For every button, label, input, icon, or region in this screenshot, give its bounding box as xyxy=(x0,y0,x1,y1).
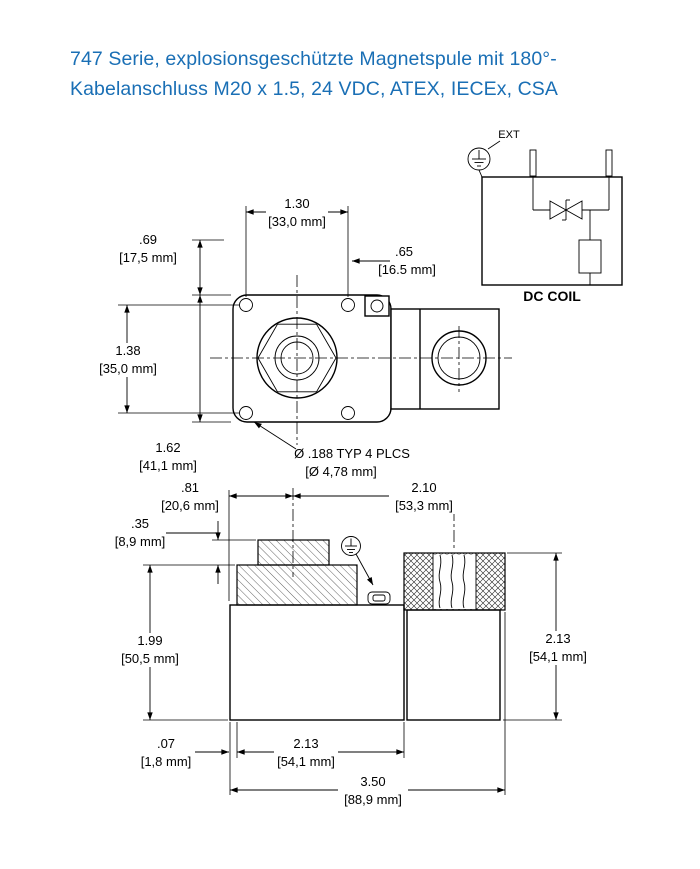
dim-body-height: 1.62 [41,1 mm] xyxy=(139,295,231,473)
dim-cap-height-mm: [8,9 mm] xyxy=(115,534,166,549)
dim-top-offset-in: .69 xyxy=(139,232,157,247)
dim-center-to-edge-mm: [16.5 mm] xyxy=(378,262,436,277)
top-view: 1.30 [33,0 mm] .65 [16.5 mm] .69 [17,5 m… xyxy=(94,196,512,479)
dim-center-distance-mm: [53,3 mm] xyxy=(395,498,453,513)
dim-gland-height-in: 2.13 xyxy=(545,631,570,646)
terminal-connector xyxy=(367,591,391,605)
dim-base-step-in: .07 xyxy=(157,736,175,751)
coil-element xyxy=(578,239,602,274)
title-line-2: Kabelanschluss M20 x 1.5, 24 VDC, ATEX, … xyxy=(70,78,559,100)
dim-cap-height: .35 [8,9 mm] xyxy=(115,516,256,584)
circuit-caption: DC COIL xyxy=(523,288,581,304)
gland-body-side-view xyxy=(406,609,501,721)
hole-note-line1: Ø .188 TYP 4 PLCS xyxy=(294,446,410,461)
circuit-diagram: EXT xyxy=(467,129,623,304)
dim-hole-spacing-v-in: 1.38 xyxy=(115,343,140,358)
dim-total-width: 3.50 [88,9 mm] xyxy=(230,774,505,808)
dim-body-height-in: 1.62 xyxy=(155,440,180,455)
ext-label: EXT xyxy=(498,129,520,141)
dim-center-to-edge-in: .65 xyxy=(395,244,413,259)
cable-connection-housing xyxy=(390,308,500,410)
dim-base-step-mm: [1,8 mm] xyxy=(141,754,192,769)
terminal-pin-right xyxy=(605,149,613,177)
terminal-pin-left xyxy=(529,149,537,177)
hex-gland-nut xyxy=(403,552,506,611)
side-view: .81 [20,6 mm] 2.10 [53,3 mm] .35 [8,9 mm… xyxy=(115,480,592,808)
circuit-wires xyxy=(532,176,610,285)
dim-cap-height-in: .35 xyxy=(131,516,149,531)
dim-total-width-mm: [88,9 mm] xyxy=(344,792,402,807)
dim-center-to-edge: .65 [16.5 mm] xyxy=(352,244,436,277)
dim-center-distance-in: 2.10 xyxy=(411,480,436,495)
dim-coil-height: 1.99 [50,5 mm] xyxy=(117,564,235,721)
coil-top-section xyxy=(236,564,358,606)
top-view-centerlines xyxy=(210,275,512,445)
dim-top-offset-mm: [17,5 mm] xyxy=(119,250,177,265)
top-cap xyxy=(257,539,330,566)
title-line-1: 747 Serie, explosionsgeschützte Magnetsp… xyxy=(70,48,557,70)
dim-total-width-in: 3.50 xyxy=(360,774,385,789)
dim-cap-offset: .81 [20,6 mm] xyxy=(161,480,293,601)
dim-top-offset: .69 [17,5 mm] xyxy=(119,232,231,296)
dim-cap-offset-mm: [20,6 mm] xyxy=(161,498,219,513)
conduit-screw-pad xyxy=(364,295,390,317)
dim-top-width-in: 1.30 xyxy=(284,196,309,211)
dim-body-height-mm: [41,1 mm] xyxy=(139,458,197,473)
dim-base-step: .07 [1,8 mm] xyxy=(141,736,229,769)
page-title: 747 Serie, explosionsgeschützte Magnetsp… xyxy=(70,44,650,104)
dim-coil-width-mm: [54,1 mm] xyxy=(277,754,335,769)
dim-center-distance: 2.10 [53,3 mm] xyxy=(293,480,459,514)
dim-gland-height: 2.13 [54,1 mm] xyxy=(503,552,592,721)
ground-symbol-side-icon xyxy=(341,536,374,586)
dim-coil-height-mm: [50,5 mm] xyxy=(121,651,179,666)
hole-note-line2: [Ø 4,78 mm] xyxy=(305,464,377,479)
mounting-hole-note: Ø .188 TYP 4 PLCS [Ø 4,78 mm] xyxy=(253,421,410,479)
ground-symbol-ext-icon xyxy=(467,147,491,171)
mounting-holes xyxy=(239,298,355,420)
dim-hole-spacing-vertical: 1.38 [35,0 mm] xyxy=(94,304,240,414)
coil-body-side-view xyxy=(229,604,405,721)
dim-gland-height-mm: [54,1 mm] xyxy=(529,649,587,664)
dim-cap-offset-in: .81 xyxy=(181,480,199,495)
dim-top-width: 1.30 [33,0 mm] xyxy=(245,196,349,297)
tvs-diode-icon xyxy=(549,199,583,221)
dim-coil-width: 2.13 [54,1 mm] xyxy=(237,736,404,770)
dim-coil-height-in: 1.99 xyxy=(137,633,162,648)
dim-hole-spacing-v-mm: [35,0 mm] xyxy=(99,361,157,376)
dim-coil-width-in: 2.13 xyxy=(293,736,318,751)
dim-top-width-mm: [33,0 mm] xyxy=(268,214,326,229)
